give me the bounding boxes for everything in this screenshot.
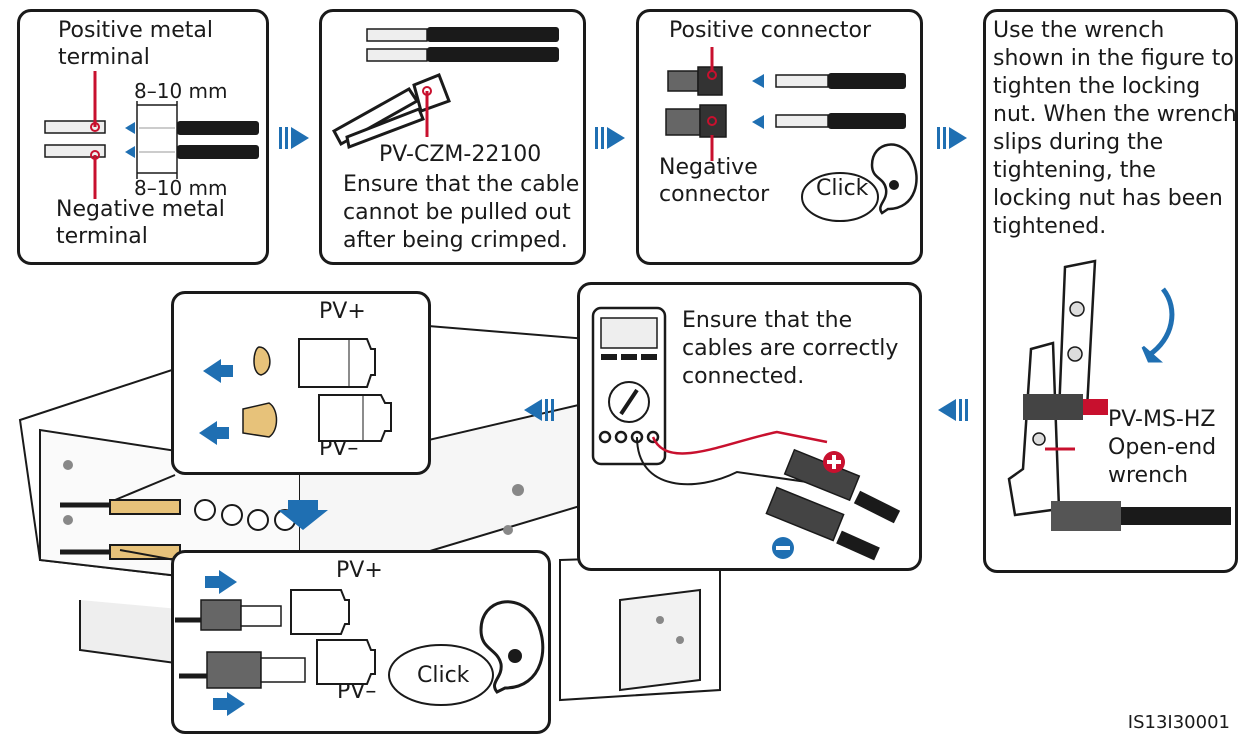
- strip-length-bottom: 8–10 mm: [134, 176, 228, 200]
- click-speech-bubble: [801, 172, 879, 222]
- document-id: IS13I30001: [1127, 712, 1230, 733]
- insert-arrow-icon: [205, 570, 237, 594]
- pv-plus-label: PV+: [336, 558, 383, 583]
- remove-arrow-icon: [203, 359, 233, 383]
- click-speech-bubble: [388, 644, 494, 706]
- prev-step-arrow-icon: [524, 399, 554, 421]
- crimping-tool-drawing: [331, 27, 559, 150]
- prev-step-arrow-icon: [938, 399, 968, 421]
- connector-assembly-drawing: [665, 47, 918, 222]
- cap-removal-drawing: [199, 338, 392, 445]
- connector-insertion-drawing: [175, 570, 545, 716]
- step-insert-connectors-panel: PV+ PV– Click: [171, 550, 551, 734]
- polarity-instruction: Ensure that the cables are correctly con…: [682, 308, 899, 389]
- positive-connector-label: Positive connector: [669, 18, 872, 43]
- negative-terminal-label: Negative metal terminal: [56, 197, 225, 249]
- strip-length-top: 8–10 mm: [134, 79, 228, 103]
- click-sound-label: Click: [816, 176, 869, 201]
- crimp-instruction: Ensure that the cable cannot be pulled o…: [343, 172, 580, 253]
- next-step-arrow-icon: [595, 127, 625, 149]
- pv-plus-label: PV+: [319, 299, 366, 324]
- wrench-model-label: PV-MS-HZ Open-end wrench: [1108, 407, 1217, 488]
- next-step-arrow-icon: [279, 127, 309, 149]
- step-check-polarity-panel: Ensure that the cables are correctly con…: [577, 282, 922, 571]
- wrench-drawing: [1007, 259, 1231, 531]
- positive-terminal-label: Positive metal terminal: [58, 18, 213, 70]
- stripped-cable-drawing: [44, 71, 259, 199]
- click-sound-label: Click: [417, 663, 470, 688]
- multimeter-drawing: [591, 306, 901, 561]
- tighten-instruction: Use the wrench shown in the figure to ti…: [993, 18, 1237, 239]
- step-strip-cable-panel: Positive metal terminal 8–10 mm 8–10 mm …: [17, 9, 269, 265]
- insert-arrow-icon: [125, 146, 135, 158]
- step-crimp-panel: PV-CZM-22100 Ensure that the cable canno…: [319, 9, 586, 265]
- ear-icon: [479, 600, 545, 694]
- crimping-tool-model: PV-CZM-22100: [379, 142, 542, 167]
- step-tighten-nut-panel: Use the wrench shown in the figure to ti…: [983, 9, 1238, 573]
- step-assemble-connector-panel: Positive connector Negative connector Cl…: [636, 9, 923, 265]
- insert-arrow-icon: [125, 122, 135, 134]
- ear-icon: [870, 143, 918, 215]
- insert-arrow-icon: [752, 115, 764, 129]
- insert-arrow-icon: [213, 692, 245, 716]
- insert-arrow-icon: [752, 74, 764, 88]
- remove-arrow-icon: [199, 421, 229, 445]
- insert-down-arrow-icon: [278, 500, 328, 530]
- negative-connector-label: Negative connector: [659, 155, 770, 207]
- next-step-arrow-icon: [937, 127, 967, 149]
- rotate-arrow-icon: [1141, 345, 1163, 363]
- step-remove-caps-panel: PV+ PV–: [171, 291, 431, 475]
